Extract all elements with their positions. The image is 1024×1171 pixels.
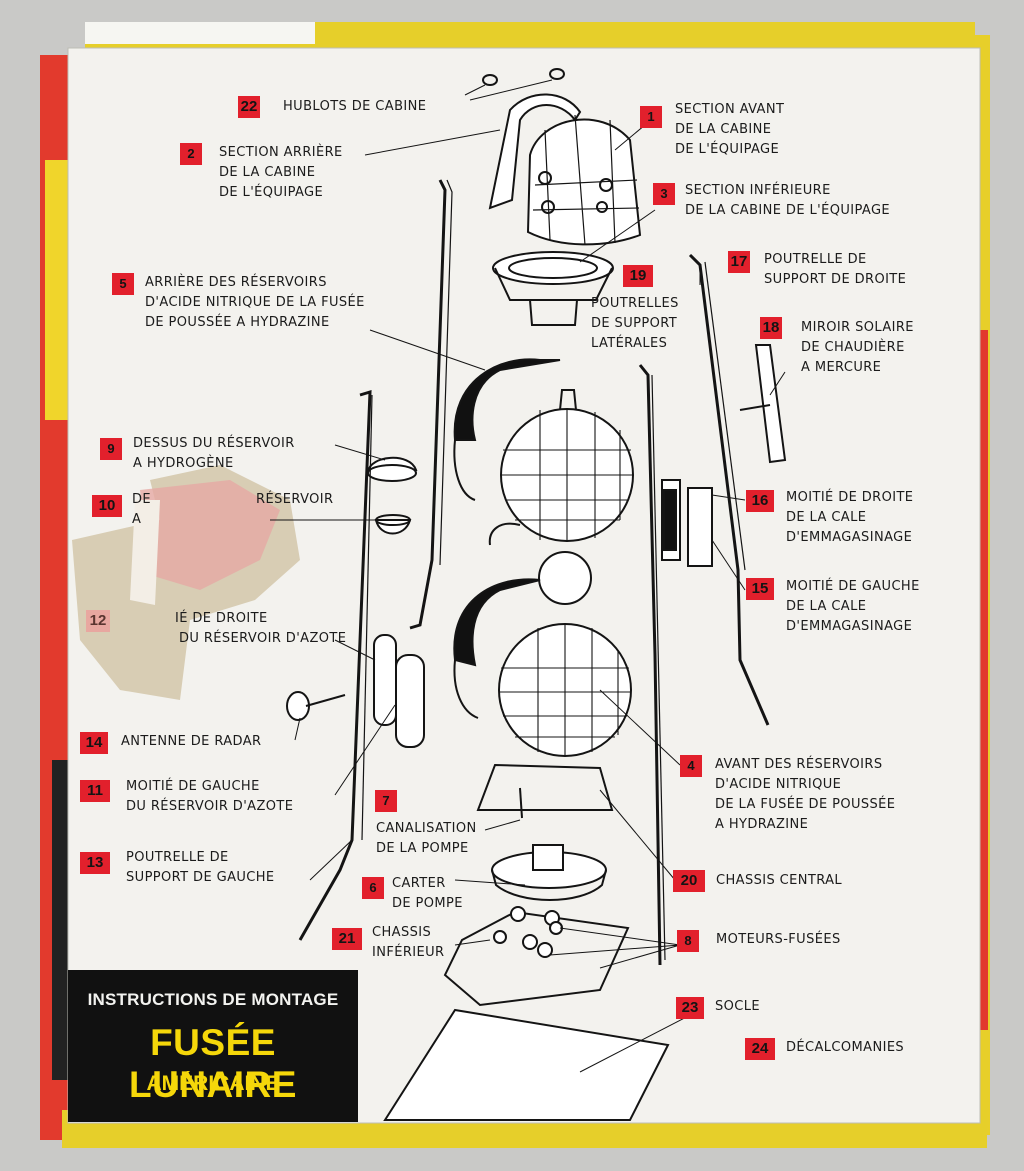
part-number-badge: 24 — [745, 1038, 775, 1060]
part-number-badge: 10 — [92, 495, 122, 517]
product-title: FUSÉE LUNAIRE — [129, 1022, 297, 1105]
part-number-badge: 1 — [640, 106, 662, 128]
part-number-badge: 13 — [80, 852, 110, 874]
part-number-badge: 16 — [746, 490, 774, 512]
part-number-badge: 6 — [362, 877, 384, 899]
part-label: DÉCALCOMANIES — [786, 1040, 905, 1055]
part-label: CHASSIS CENTRAL — [716, 873, 843, 888]
part-number-badge: 23 — [676, 997, 704, 1019]
part-number-badge: 9 — [100, 438, 122, 460]
part-label: ANTENNE DE RADAR — [121, 734, 262, 749]
part-number-badge: 7 — [375, 790, 397, 812]
part-number-badge: 8 — [677, 930, 699, 952]
part-number-badge: 12 — [86, 610, 110, 632]
product-subtitle: AMÉRICAINE — [146, 1072, 280, 1095]
part-number-badge: 18 — [760, 317, 782, 339]
part-number-badge: 21 — [332, 928, 362, 950]
part-number-badge: 2 — [180, 143, 202, 165]
part-number-badge: 19 — [623, 265, 653, 287]
part-label: MOTEURS-FUSÉES — [716, 932, 841, 947]
part-number-badge: 17 — [728, 251, 750, 273]
part-number-badge: 20 — [673, 870, 705, 892]
part-number-badge: 15 — [746, 578, 774, 600]
part-number-badge: 22 — [238, 96, 260, 118]
part-number-badge: 3 — [653, 183, 675, 205]
part-label: HUBLOTS DE CABINE — [283, 99, 427, 114]
rocket-exploded-view — [270, 68, 787, 1121]
part-number-badge: 4 — [680, 755, 702, 777]
part-label: SOCLE — [715, 999, 761, 1014]
instructions-heading: INSTRUCTIONS DE MONTAGE — [87, 990, 339, 1009]
part-number-badge: 11 — [80, 780, 110, 802]
part-number-badge: 14 — [80, 732, 108, 754]
title-panel: INSTRUCTIONS DE MONTAGE FUSÉE LUNAIRE AM… — [68, 970, 358, 1122]
part-number-badge: 5 — [112, 273, 134, 295]
